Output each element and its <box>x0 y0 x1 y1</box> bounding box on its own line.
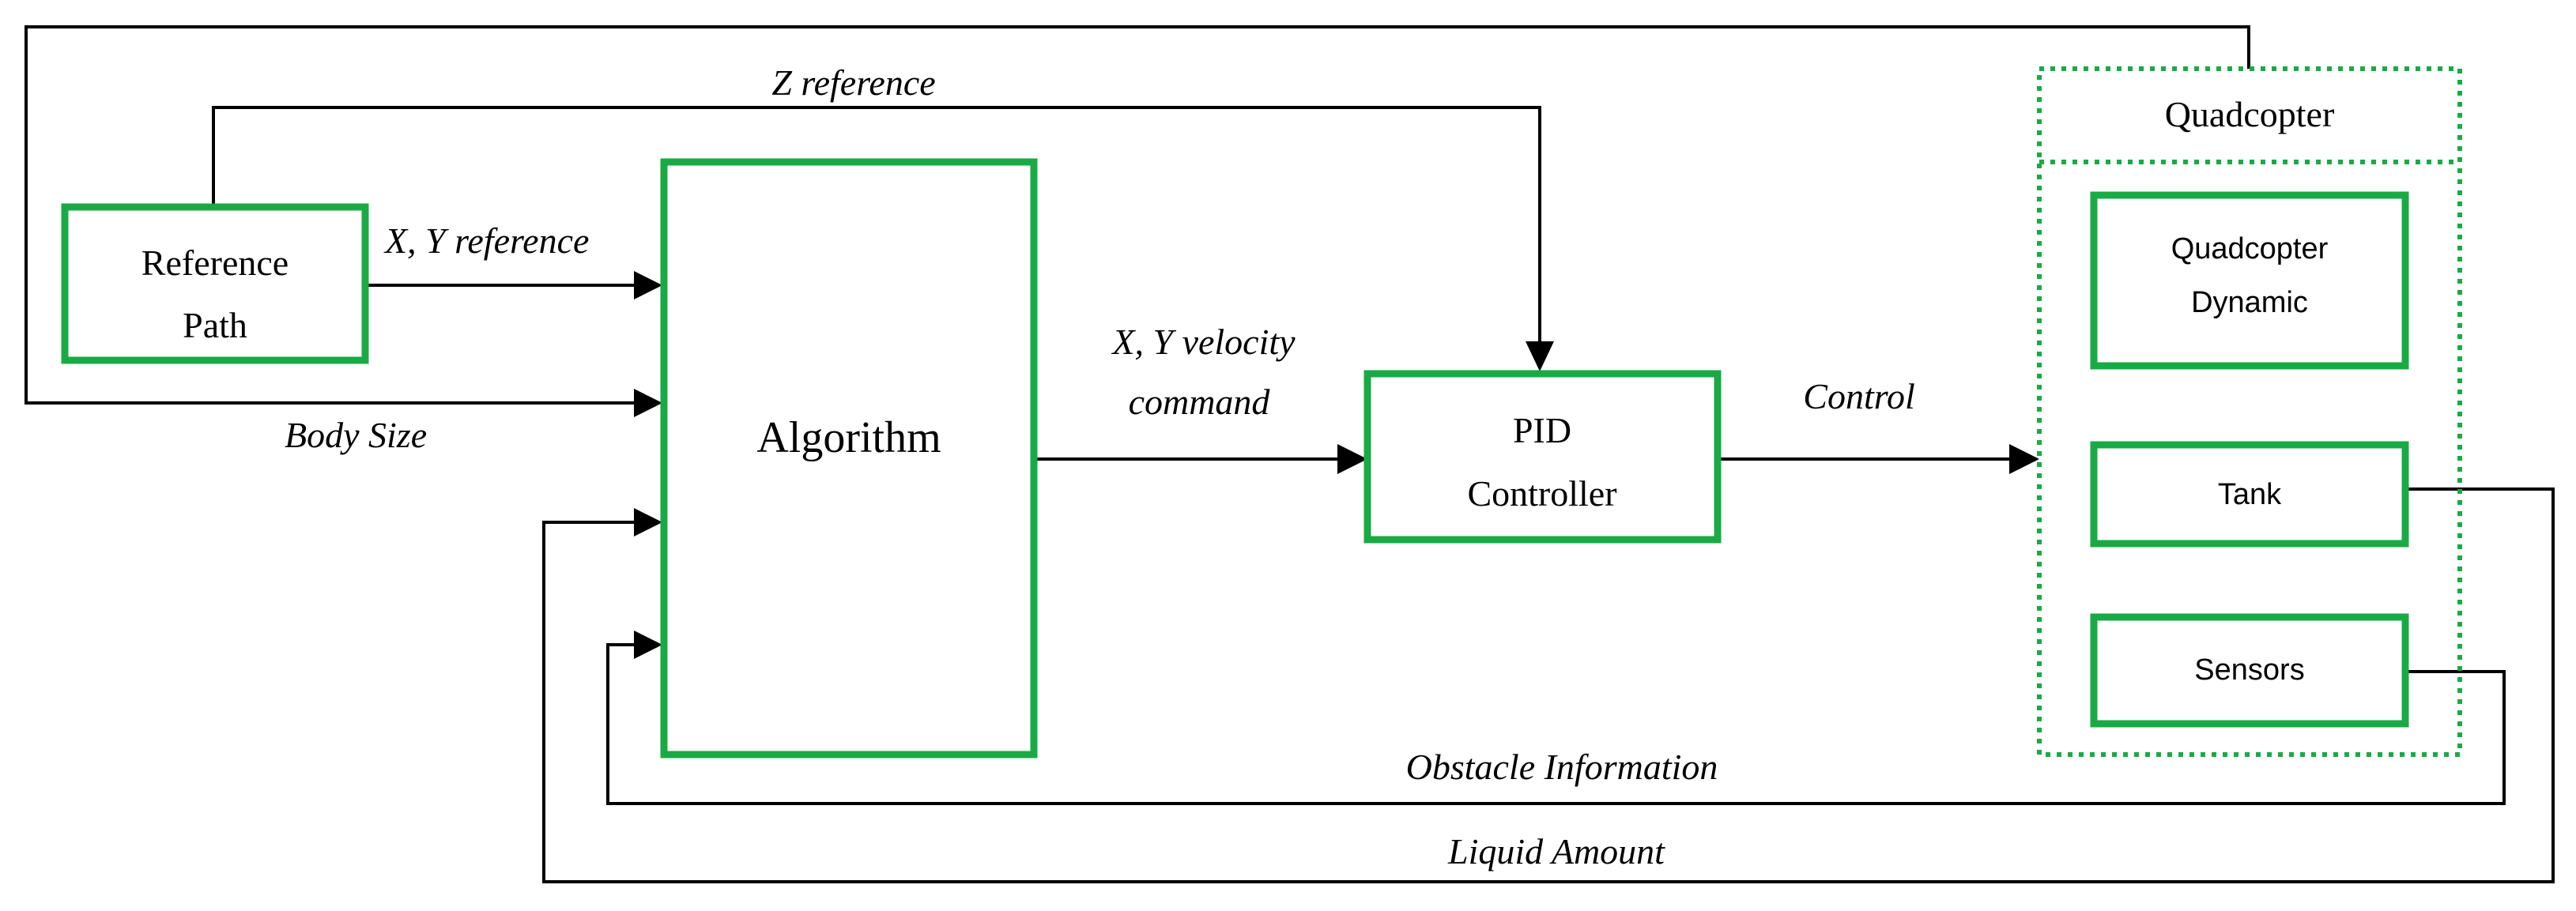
velocity-command-label-line1: X, Y velocity <box>1111 322 1296 362</box>
pid-controller-block <box>1363 370 1722 544</box>
quadcopter-dynamic-label-line2: Dynamic <box>2191 286 2308 319</box>
reference-path-label-line2: Path <box>183 305 247 345</box>
xy-reference-arrowhead <box>634 271 662 299</box>
tank-block <box>2090 441 2409 548</box>
tank-label: Tank <box>2218 478 2282 511</box>
control-label: Control <box>1803 376 1914 416</box>
liquid-amount-arrowhead <box>634 508 662 536</box>
liquid-amount-label: Liquid Amount <box>1447 831 1665 871</box>
body-size-label: Body Size <box>285 415 427 455</box>
sensors-label: Sensors <box>2194 653 2304 687</box>
velocity-command-arrowhead <box>1337 444 1367 474</box>
reference-path-block <box>61 203 369 364</box>
quadcopter-group-frame <box>2037 66 2462 757</box>
obstacle-information-arrowhead <box>634 631 662 659</box>
quadcopter-dynamic-block <box>2090 191 2409 370</box>
algorithm-block <box>660 158 1038 759</box>
obstacle-information-label: Obstacle Information <box>1406 747 1718 787</box>
quadcopter-group-label: Quadcopter <box>2165 94 2335 134</box>
z-reference-label: Z reference <box>771 62 935 103</box>
sensors-block <box>2090 613 2409 728</box>
z-reference-arrowhead <box>1526 341 1554 371</box>
z-reference-wire <box>212 106 1541 344</box>
pid-controller-label-line2: Controller <box>1467 473 1616 514</box>
body-size-wire <box>25 25 2250 405</box>
xy-reference-label: X, Y reference <box>383 220 589 261</box>
algorithm-label: Algorithm <box>756 413 941 462</box>
quadcopter-dynamic-label-line1: Quadcopter <box>2171 232 2329 265</box>
pid-controller-label-line1: PID <box>1513 410 1571 450</box>
reference-path-label-line1: Reference <box>141 243 289 283</box>
liquid-amount-wire <box>542 487 2555 883</box>
velocity-command-label-line2: command <box>1129 382 1271 422</box>
control-arrowhead <box>2009 444 2039 474</box>
obstacle-information-wire <box>606 643 2506 805</box>
body-size-arrowhead <box>634 389 662 417</box>
